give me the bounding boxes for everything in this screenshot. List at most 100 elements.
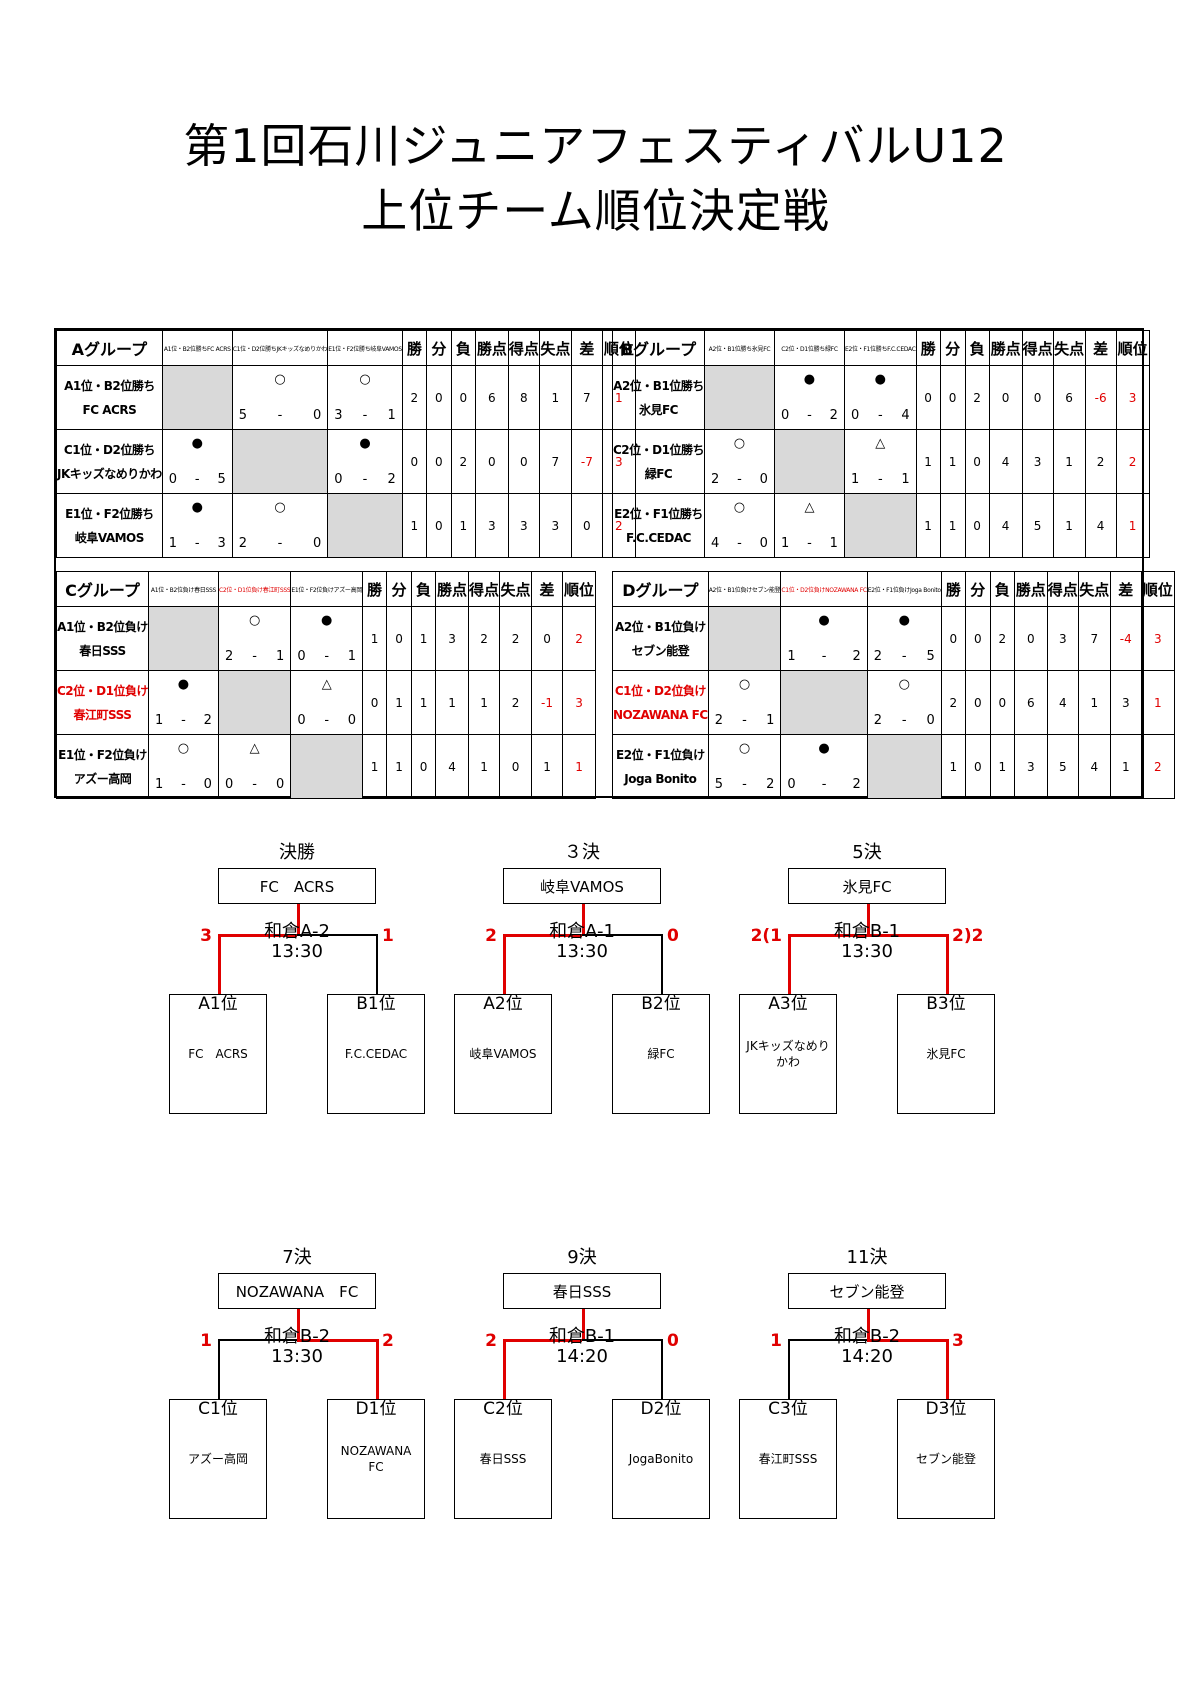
stat-value: 1 [435,670,470,735]
score-against: 2 [852,649,861,664]
score-against: 1 [901,472,910,487]
standings-frame [54,328,1144,798]
match-time: 14:20 [841,1346,893,1367]
score-against: 0 [759,472,768,487]
stat-value: 1 [450,493,476,558]
stat-value: 0 [1021,365,1054,430]
result-mark: ○ [738,677,751,692]
stat-value: 1 [386,734,413,799]
stat-header: 勝点 [988,330,1023,366]
bracket-line [376,934,378,994]
stat-header: 負 [450,330,476,366]
score-against: 4 [901,408,910,423]
team-name: 氷見FC [926,1047,966,1061]
right-team-box: B2位緑FC [612,994,710,1114]
stat-value: 7 [1077,606,1111,671]
score-against: 0 [926,713,935,728]
opponent-header: A1位・B2位勝ちFC ACRS [161,330,233,366]
bracket-line [867,904,870,934]
stat-value: 0 [425,365,452,430]
right-score: 0 [667,1331,679,1351]
score-separator: - [181,777,186,792]
score-separator: - [901,649,907,664]
result-mark: △ [321,677,332,692]
self-match-cell [773,429,845,494]
result-mark: ● [191,500,203,515]
stat-value: 1 [468,734,501,799]
score-for: 1 [780,536,790,551]
team-position: A2位 [483,994,523,1014]
result-cell: △0-0 [290,670,364,735]
score-separator: - [901,713,907,728]
bracket-line [218,1339,297,1341]
result-cell: ○3-1 [327,365,403,430]
score-against: 5 [217,472,226,487]
team-position: D1位 [355,1399,397,1419]
score-separator: - [277,408,283,423]
score-against: 1 [387,408,396,423]
team-name: アズー高岡 [187,1452,248,1466]
score-for: 1 [168,536,178,551]
score-separator: - [277,536,283,551]
stat-value: 0 [964,606,991,671]
stat-value: 3 [1115,365,1150,430]
score-for: 4 [710,536,720,551]
score-separator: - [362,472,368,487]
stat-value: 1 [915,493,941,558]
stat-header: 差 [1084,330,1117,366]
self-match-cell [290,734,364,799]
score-separator: - [821,649,827,664]
match-title: 9決 [567,1247,597,1268]
stat-value: -7 [570,429,603,494]
result-score: 2-0 [239,536,321,551]
stat-header: 負 [964,330,990,366]
result-mark: ● [874,372,886,387]
stat-value: 0 [450,365,476,430]
team-position: A3位 [768,994,808,1014]
bracket-line [582,1309,585,1339]
right-score: 2 [382,1331,394,1351]
opponent-header: C1位・D2位勝ちJKキッズなめりかわ [231,330,329,366]
stat-value: 0 [964,734,991,799]
result-cell: ○1-0 [147,734,219,799]
team-position: C2位 [483,1399,523,1419]
left-score: 1 [200,1331,212,1351]
team-name: アズー高岡 [73,771,132,786]
stat-value: 1 [411,670,437,735]
result-score: 1-1 [851,472,910,487]
result-mark: ● [177,677,190,692]
score-for: 0 [850,408,860,423]
team-position: B2位 [641,994,681,1014]
score-separator: - [737,472,742,487]
team-position-label: E1位・F2位勝ち [65,506,154,521]
bracket-line [503,1339,506,1399]
score-separator: - [194,536,200,551]
venue-name: 和倉A-1 [549,921,615,942]
score-against: 3 [217,536,226,551]
stat-header: 失点 [1077,571,1111,607]
result-mark: ○ [248,613,261,628]
left-score: 2 [485,1331,497,1351]
team-name: NOZAWANA FC [613,707,708,722]
left-team-box: C2位春日SSS [454,1399,552,1519]
result-score: 5-0 [239,408,321,423]
stat-value: 0 [411,734,437,799]
stat-value: 0 [425,493,452,558]
score-for: 0 [224,777,234,792]
score-for: 1 [154,777,164,792]
stat-value: 3 [1140,606,1175,671]
stat-header: 得点 [1021,330,1054,366]
opponent-header: C2位・D1位勝ち緑FC [773,330,845,366]
stat-value: 0 [531,606,564,671]
team-name: セブン能登 [915,1452,976,1466]
stat-header: 勝 [401,330,427,366]
stat-value: 4 [988,429,1023,494]
team-name: 春日SSS [479,1452,527,1466]
result-score: 3-1 [334,408,396,423]
team-name: 春江町SSS [758,1452,818,1466]
